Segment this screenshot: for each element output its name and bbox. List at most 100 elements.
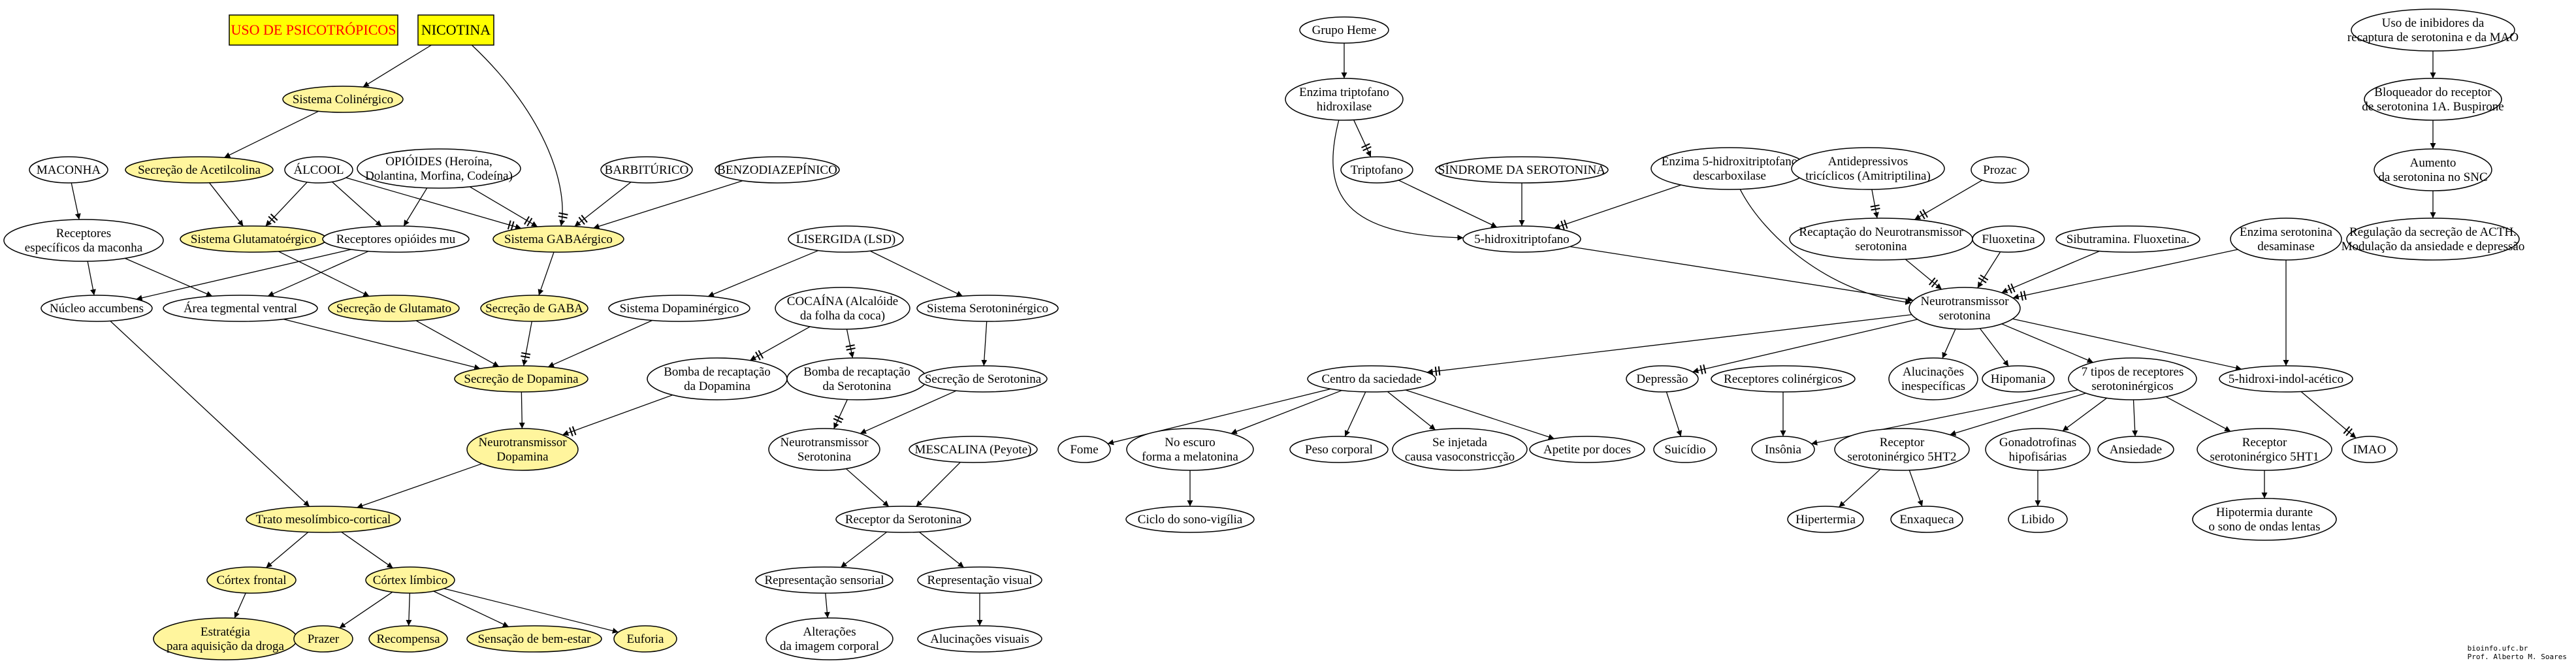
edge-bomba_dopa-to-nt_dopamina	[562, 395, 673, 436]
node-rep_visual: Representação visual	[917, 566, 1042, 594]
node-label: Fome	[1070, 443, 1098, 457]
node-label: o sono de ondas lentas	[2209, 520, 2321, 534]
node-label: Centro da saciedade	[1322, 372, 1422, 386]
node-label: BENZODIAZEPÍNICO	[717, 163, 837, 177]
node-label: da Serotonina	[822, 380, 892, 393]
node-label: Bomba de recaptação	[803, 365, 910, 379]
node-label: serotoninérgico 5HT1	[2210, 450, 2319, 464]
node-label: Serotonina	[797, 450, 852, 464]
node-label: Representação visual	[927, 574, 1033, 587]
node-label: Sibutramina. Fluoxetina.	[2067, 233, 2189, 246]
edge-rec_opioides-to-nucleo	[136, 249, 351, 301]
inhibition-mark	[1362, 146, 1372, 152]
inhibition-mark	[524, 216, 530, 225]
inhibition-mark	[507, 220, 511, 230]
edge-receptor_5ht2-to-hipertermia	[1839, 468, 1881, 508]
node-hipomania: Hipomania	[1982, 365, 2055, 393]
node-shape	[1126, 428, 1254, 471]
edge-recaptacao-to-nt_sero_right	[1905, 259, 1942, 290]
edge-area_teg-to-sec_dopamina	[283, 318, 481, 370]
node-sec_gaba: Secreção de GABA	[480, 295, 588, 322]
inhibition-mark	[1560, 220, 1565, 230]
edge-cortex_limbico-to-recompensa	[406, 592, 412, 626]
node-label: Secreção de Dopamina	[464, 372, 579, 386]
node-label: Insônia	[1765, 443, 1802, 457]
node-label: Ansiedade	[2110, 443, 2162, 457]
edge-nt_sero_right-to-tipos_receptores	[2001, 323, 2094, 363]
node-label: Bomba de recaptação	[664, 365, 771, 379]
node-label: Dolantina, Morfina, Codeína)	[365, 169, 513, 183]
edge-hidroxi_indol-to-imao	[2300, 391, 2357, 439]
node-shape	[284, 156, 353, 184]
node-label: Recaptação do Neurotransmissor	[1799, 225, 1963, 239]
node-shape	[755, 566, 894, 594]
inhibition-mark	[521, 352, 531, 355]
edge-opioides-to-gabaergico	[469, 186, 538, 227]
title-box-label: USO DE PSICOTRÓPICOS	[231, 22, 396, 38]
node-label: 7 tipos de receptores	[2082, 365, 2184, 379]
node-label: Alterações	[803, 625, 856, 639]
inhibition-mark	[1978, 277, 1987, 284]
node-label: descarboxilase	[1693, 169, 1766, 183]
node-shape	[600, 156, 693, 184]
node-centro_saciedade: Centro da saciedade	[1307, 365, 1436, 393]
node-label: LISERGIDA (LSD)	[796, 233, 896, 246]
node-shape	[1307, 365, 1436, 393]
node-libido: Libido	[2008, 506, 2068, 533]
node-benzo: BENZODIAZEPÍNICO	[715, 156, 840, 184]
node-ansiedade: Ansiedade	[2097, 436, 2174, 463]
node-shape	[1340, 156, 1413, 184]
node-shape	[492, 225, 624, 253]
node-label: Córtex límbico	[373, 574, 448, 587]
node-label: Dopamina	[496, 450, 549, 464]
node-label: Neurotransmissor	[1920, 295, 2009, 308]
node-shape	[246, 506, 401, 533]
edge-bomba_sero-to-nt_sero_left	[833, 399, 848, 429]
node-shape	[2342, 436, 2398, 463]
edge-enzima_5htp-to-nt_sero_right	[1739, 189, 1912, 305]
edge-enzima_sero-to-nt_sero_right	[2012, 249, 2238, 300]
node-shape	[647, 357, 788, 400]
node-prozac: Prozac	[1971, 156, 2029, 184]
edge-antidepressivos-to-recaptacao	[1871, 189, 1879, 219]
node-label: Receptores opióides mu	[336, 233, 456, 246]
node-shape	[765, 617, 894, 660]
edge-rep_sensorial-to-alteracoes	[824, 592, 830, 619]
edge-nicotina-to-colinergico	[362, 44, 432, 88]
node-label: Antidepressivos	[1828, 155, 1908, 169]
edge-glutamatergico-to-sec_glutamato	[278, 251, 370, 297]
node-shape	[1299, 16, 1389, 44]
node-sibutramina: Sibutramina. Fluoxetina.	[2055, 225, 2200, 253]
node-label: Uso de inibidores da	[2382, 16, 2485, 30]
edge-rec_maconha-to-nucleo	[87, 261, 96, 296]
node-shape	[2192, 498, 2337, 541]
node-serotoninergico: Sistema Serotoninérgico	[916, 295, 1059, 322]
node-shape	[2097, 436, 2174, 463]
node-lsd: LISERGIDA (LSD)	[788, 225, 904, 253]
edge-lsd-to-dopaminergico	[707, 250, 819, 297]
node-label: Hipertermia	[1795, 513, 1856, 527]
node-label: ÁLCOOL	[293, 163, 344, 177]
title-box-nicotina: NICOTINA	[417, 14, 494, 46]
node-shape	[786, 357, 927, 400]
node-depressao: Depressão	[1626, 365, 1699, 393]
node-label: Euforia	[627, 632, 665, 646]
edge-nucleo-to-trato	[110, 320, 310, 507]
inhibition-mark	[1928, 277, 1936, 285]
node-bem_estar: Sensação de bem-estar	[466, 625, 602, 653]
node-shape	[2219, 365, 2353, 393]
inhibition-mark	[2020, 291, 2023, 301]
node-shape	[1971, 156, 2029, 184]
node-label: Peso corporal	[1305, 443, 1373, 457]
node-label: para aquisição da droga	[167, 640, 284, 653]
node-label: serotoninérgicos	[2091, 380, 2173, 393]
edge-cortex_limbico-to-prazer	[339, 591, 393, 628]
inhibition-mark	[2345, 428, 2353, 436]
